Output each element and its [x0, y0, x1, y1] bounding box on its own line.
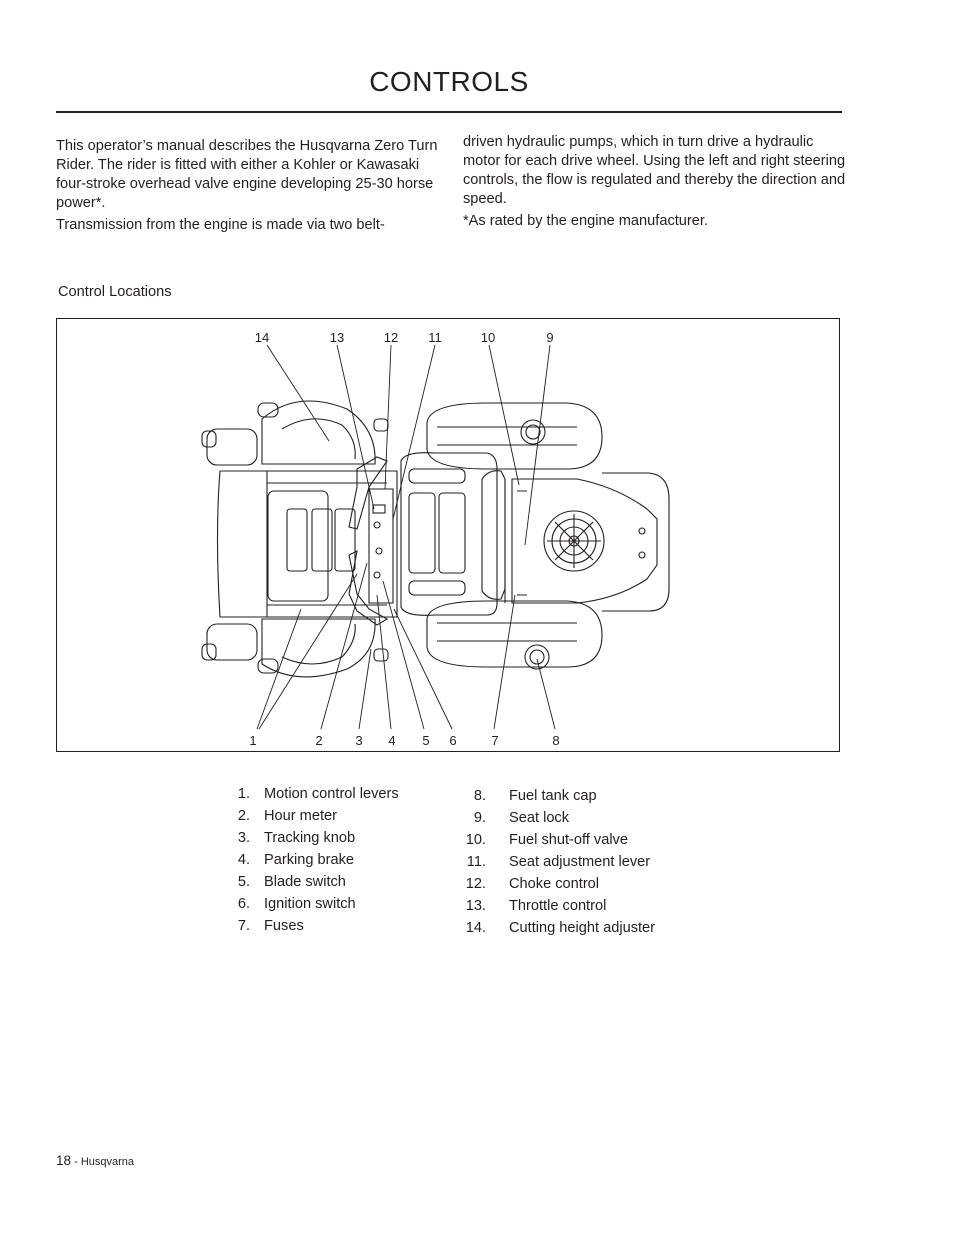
callout-14: 14	[255, 330, 269, 345]
callout-12: 12	[384, 330, 398, 345]
legend-number: 1.	[237, 786, 250, 802]
footnote: *As rated by the engine manufacturer.	[463, 213, 709, 229]
legend-number: 2.	[237, 808, 250, 824]
legend-number: 9.	[473, 810, 486, 826]
page-number: 18	[56, 1153, 72, 1168]
callout-5: 5	[422, 733, 429, 748]
page-footer: 18 - Husqvarna	[56, 1153, 134, 1168]
legend-number: 3.	[237, 830, 250, 846]
legend-number: 10.	[465, 832, 486, 848]
legend-number: 14.	[465, 920, 486, 936]
intro-column-left: This operator’s manual describes the Hus…	[56, 137, 441, 238]
legend-label: Blade switch	[264, 874, 346, 890]
legend-number: 12.	[465, 876, 486, 892]
intro-paragraph: driven hydraulic pumps, which in turn dr…	[463, 134, 846, 207]
legend-label: Choke control	[509, 876, 600, 892]
legend-number: 13.	[465, 898, 486, 914]
legend-number: 11.	[466, 854, 486, 870]
mower-drawing	[201, 400, 670, 678]
legend-label: Seat lock	[509, 810, 570, 826]
intro-paragraph: This operator’s manual describes the Hus…	[56, 138, 438, 211]
callout-7: 7	[491, 733, 498, 748]
figure-caption: Control Locations	[58, 284, 172, 300]
callout-leader-lines	[256, 344, 556, 730]
legend-label: Parking brake	[264, 852, 355, 868]
top-callouts: 14 13 12 11 10 9	[255, 330, 554, 345]
legend-label: Tracking knob	[264, 830, 356, 846]
footer-brand: Husqvarna	[80, 1156, 135, 1168]
legend-label: Fuel tank cap	[509, 788, 597, 804]
legend-number: 6.	[237, 896, 250, 912]
legend-number: 7.	[237, 918, 250, 934]
callout-6: 6	[449, 733, 456, 748]
mower-top-view-illustration: 14 13 12 11 10 9 1 2 3 4 5 6 7 8	[201, 330, 670, 748]
legend-label: Throttle control	[509, 898, 607, 914]
callout-4: 4	[388, 733, 395, 748]
intro-paragraph: Transmission from the engine is made via…	[56, 217, 385, 233]
callout-9: 9	[546, 330, 553, 345]
footer-separator: -	[71, 1156, 81, 1168]
legend-label: Cutting height adjuster	[509, 920, 656, 936]
callout-8: 8	[552, 733, 559, 748]
callout-11: 11	[428, 330, 442, 345]
legend-number: 8.	[473, 788, 486, 804]
callout-2: 2	[315, 733, 322, 748]
legend-number: 5.	[237, 874, 250, 890]
callout-13: 13	[330, 330, 344, 345]
legend-label: Motion control levers	[264, 786, 399, 802]
legend-label: Seat adjustment lever	[509, 854, 651, 870]
callout-10: 10	[481, 330, 495, 345]
title-rule	[56, 111, 842, 113]
legend-label: Fuel shut-off valve	[509, 832, 628, 848]
callout-3: 3	[355, 733, 362, 748]
legend-label: Fuses	[264, 918, 304, 934]
bottom-callouts: 1 2 3 4 5 6 7 8	[249, 733, 559, 748]
control-locations-figure: 14 13 12 11 10 9 1 2 3 4 5 6 7 8	[56, 318, 840, 752]
legend-label: Hour meter	[264, 808, 337, 824]
callout-1: 1	[249, 733, 256, 748]
legend-label: Ignition switch	[264, 896, 356, 912]
intro-column-right: driven hydraulic pumps, which in turn dr…	[463, 133, 848, 234]
legend-number: 4.	[237, 852, 250, 868]
page-title: CONTROLS	[369, 66, 529, 97]
